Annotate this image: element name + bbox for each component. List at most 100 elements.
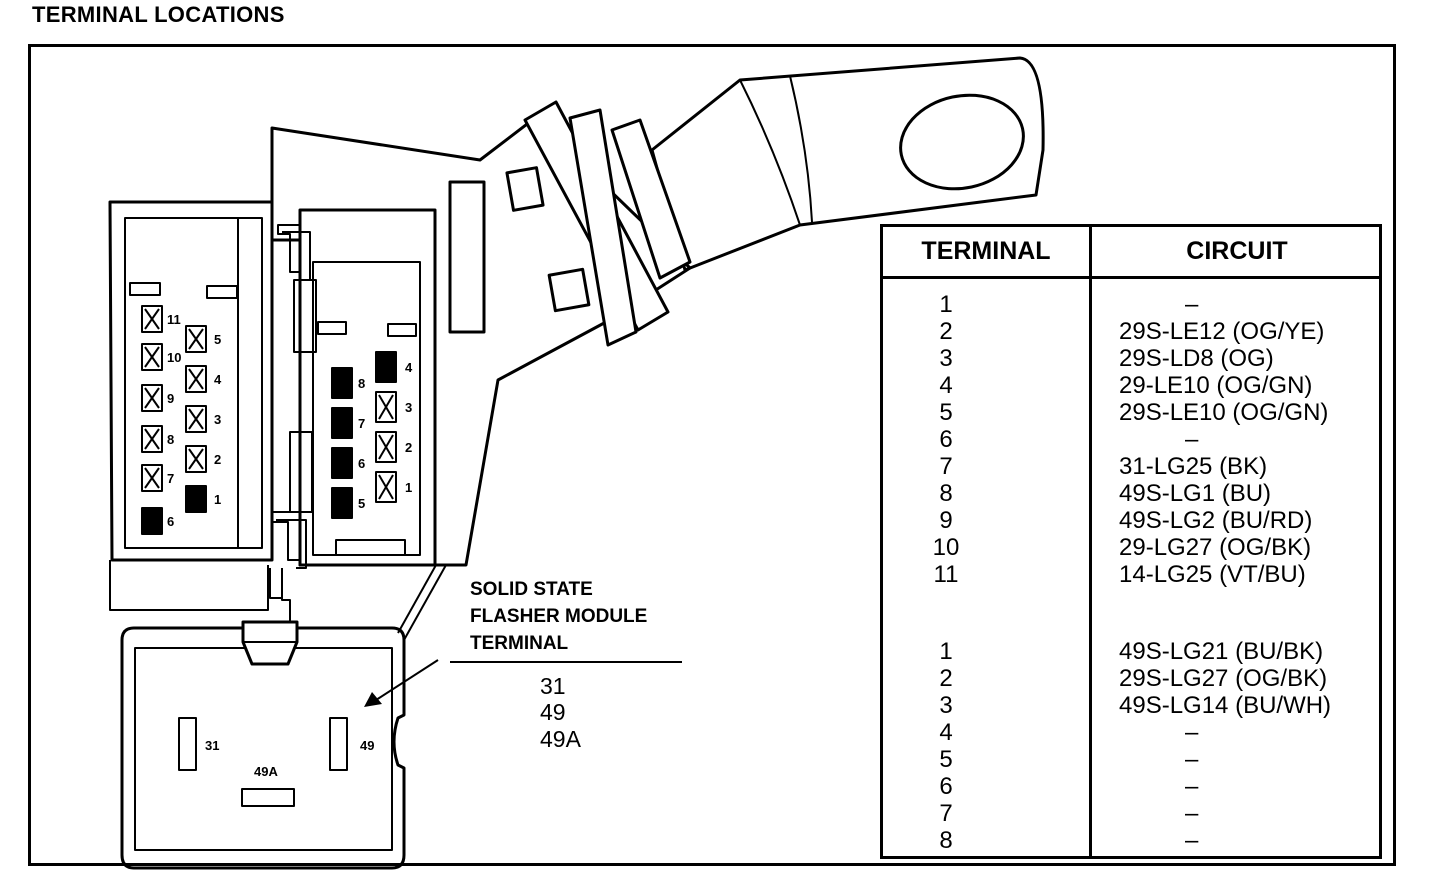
circuit-cell: – bbox=[1185, 800, 1199, 827]
connector-pin: 3 bbox=[185, 405, 221, 433]
table-header-row: TERMINAL CIRCUIT bbox=[883, 227, 1379, 279]
connector-pin: 7 bbox=[331, 407, 365, 439]
pin-number-label: 3 bbox=[405, 400, 412, 415]
terminal-cell: 9 bbox=[939, 507, 953, 534]
circuit-cell: 29S-LE12 (OG/YE) bbox=[1119, 318, 1325, 345]
connector-pin: 1 bbox=[375, 471, 412, 503]
pin-cross-stroke bbox=[378, 394, 394, 420]
diagram-frame bbox=[28, 44, 1396, 866]
callout-terminal-31: 31 bbox=[540, 673, 566, 699]
connector-pin: 6 bbox=[331, 447, 365, 479]
callout-arrow bbox=[375, 659, 439, 701]
terminal-cell: 3 bbox=[939, 345, 953, 372]
circuit-cell: – bbox=[1185, 719, 1199, 746]
circuit-cell: 29S-LD8 (OG) bbox=[1119, 345, 1274, 372]
pin-number-label: 7 bbox=[167, 471, 174, 486]
lever-collars bbox=[523, 100, 692, 347]
connector-pin: 8 bbox=[141, 425, 174, 453]
circuit-cell: 49S-LG1 (BU) bbox=[1119, 480, 1272, 507]
connector-pin: 7 bbox=[141, 464, 174, 492]
table-header-terminal: TERMINAL bbox=[921, 237, 1051, 265]
table-row: 4– bbox=[883, 719, 1379, 746]
pin-cavity-filled bbox=[375, 351, 397, 383]
connector-pin: 5 bbox=[185, 325, 221, 353]
table-row: 3 29S-LD8 (OG) bbox=[883, 345, 1379, 372]
table-row: 1– bbox=[883, 291, 1379, 318]
flasher-pin-label-49: 49 bbox=[360, 738, 374, 753]
pin-cross-stroke bbox=[188, 368, 204, 390]
table-row: 11 14-LG25 (VT/BU) bbox=[883, 561, 1379, 588]
table-row: 8– bbox=[883, 827, 1379, 854]
connector-pin: 4 bbox=[185, 365, 222, 393]
connector-right: 8 7 6 5 4 3 2 1 bbox=[289, 208, 437, 567]
table-row: 3 49S-LG14 (BU/WH) bbox=[883, 692, 1379, 719]
pin-number-label: 4 bbox=[214, 372, 222, 387]
lever-knob-slot bbox=[899, 93, 1025, 191]
pin-cavity-filled bbox=[185, 485, 207, 513]
terminal-cell: 6 bbox=[939, 426, 953, 453]
table-column-divider bbox=[1089, 227, 1092, 856]
pin-cross-stroke bbox=[188, 448, 204, 470]
terminal-cell: 4 bbox=[939, 719, 953, 746]
switch-lever bbox=[650, 56, 1045, 272]
pin-cross-stroke bbox=[144, 428, 160, 450]
table-row: 5– bbox=[883, 746, 1379, 773]
terminal-cell: 2 bbox=[939, 318, 953, 345]
terminal-cell: 6 bbox=[939, 773, 953, 800]
pin-number-label: 3 bbox=[214, 412, 221, 427]
connector-pin: 5 bbox=[331, 487, 365, 519]
pin-cross-stroke bbox=[188, 328, 204, 350]
terminal-cell: 11 bbox=[933, 561, 959, 588]
circuit-cell: – bbox=[1185, 426, 1199, 453]
circuit-cell: 29S-LE10 (OG/GN) bbox=[1119, 399, 1329, 426]
terminal-cell: 3 bbox=[939, 692, 953, 719]
terminal-cell: 8 bbox=[939, 827, 953, 854]
pin-cross-stroke bbox=[144, 387, 160, 409]
pin-cavity-filled bbox=[331, 447, 353, 479]
terminal-cell: 1 bbox=[939, 638, 953, 665]
circuit-cell: 49S-LG14 (BU/WH) bbox=[1119, 692, 1332, 719]
connector-pin: 9 bbox=[141, 384, 174, 412]
callout-terminal-49: 49 bbox=[540, 699, 566, 725]
connector-pin: 8 bbox=[331, 367, 365, 399]
circuit-cell: 29S-LG27 (OG/BK) bbox=[1119, 665, 1328, 692]
connector-pin: 6 bbox=[141, 507, 174, 535]
circuit-cell: – bbox=[1185, 827, 1199, 854]
circuit-cell: 49S-LG2 (BU/RD) bbox=[1119, 507, 1313, 534]
circuit-cell: 14-LG25 (VT/BU) bbox=[1119, 561, 1306, 588]
pin-cross-stroke bbox=[188, 408, 204, 430]
table-row: 2 29S-LE12 (OG/YE) bbox=[883, 318, 1379, 345]
pin-number-label: 4 bbox=[405, 360, 413, 375]
circuit-cell: – bbox=[1185, 291, 1199, 318]
pin-number-label: 8 bbox=[358, 376, 365, 391]
pin-cross-stroke bbox=[144, 308, 160, 330]
terminal-cell: 7 bbox=[939, 453, 953, 480]
callout-heading-line-1: SOLID STATE bbox=[470, 579, 593, 600]
circuit-cell: – bbox=[1185, 773, 1199, 800]
terminal-cell: 8 bbox=[939, 480, 953, 507]
pin-number-label: 11 bbox=[167, 312, 181, 327]
pin-number-label: 6 bbox=[358, 456, 365, 471]
callout-arrowhead bbox=[364, 692, 382, 707]
callout-heading-line-3: TERMINAL bbox=[470, 633, 569, 654]
terminal-cell: 2 bbox=[939, 665, 953, 692]
flasher-module bbox=[120, 620, 406, 870]
pin-number-label: 5 bbox=[214, 332, 221, 347]
table-row: 6– bbox=[883, 426, 1379, 453]
pin-number-label: 10 bbox=[167, 350, 181, 365]
pin-number-label: 2 bbox=[405, 440, 412, 455]
pin-cross-stroke bbox=[144, 346, 160, 368]
page-title: TERMINAL LOCATIONS bbox=[32, 2, 285, 27]
callout-terminal-49a: 49A bbox=[540, 726, 582, 752]
table-row: 6– bbox=[883, 773, 1379, 800]
connector-pin: 1 bbox=[185, 485, 221, 513]
pin-cavity-filled bbox=[331, 487, 353, 519]
circuit-cell: 31-LG25 (BK) bbox=[1119, 453, 1268, 480]
table-row: 8 49S-LG1 (BU) bbox=[883, 480, 1379, 507]
